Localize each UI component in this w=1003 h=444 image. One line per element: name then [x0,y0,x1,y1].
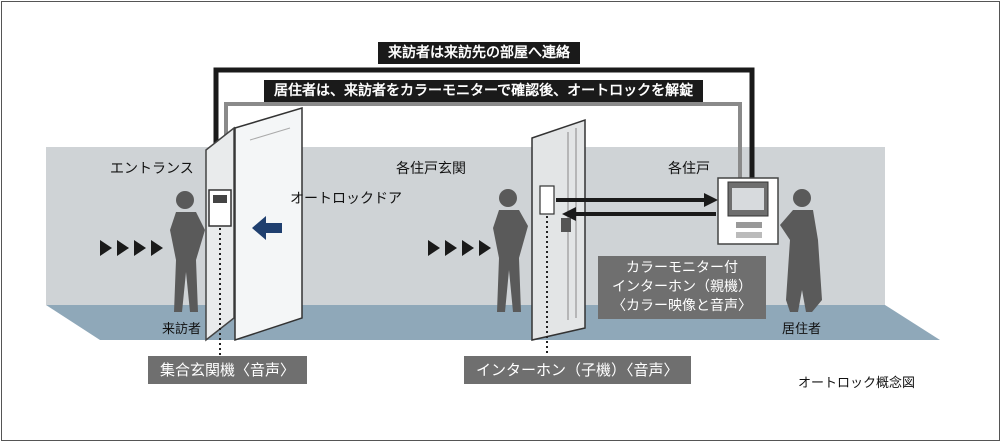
call-line [213,67,755,190]
door-reflection [249,127,291,141]
door-intercom-icon [539,185,555,215]
autolock-door-label: オートロックドア [290,191,402,207]
monitor-caption-line-2: インターホン（親機） [612,279,752,295]
monitor-caption: カラーモニター付 インターホン（親機） 〈カラー映像と音声〉 [598,256,766,319]
visitor-figure-entrance [170,191,205,312]
walk-arrows-left [100,240,163,256]
resident-label: 居住者 [782,322,822,337]
figure-caption: オートロック概念図 [798,376,916,391]
unit-door [531,118,586,341]
monitor-caption-line-1: カラーモニター付 [626,260,738,276]
monitor-caption-line-3: 〈カラー映像と音声〉 [612,298,752,314]
monitor-speaker [736,232,762,238]
monitor-buttons [736,222,762,228]
to-door-arrowhead [562,207,576,221]
to-monitor-arrowhead [704,193,718,207]
zone-door-front: 各住戸玄関 [396,161,466,177]
door-intercom-caption: インターホン（子機）〈音声〉 [464,356,691,384]
monitor-display [732,188,764,210]
intercom-screen [213,195,227,203]
walk-arrows-middle [428,240,491,256]
door-arrow-icon [252,216,282,240]
resident-figure [780,189,822,312]
door-handle [561,218,571,232]
zone-unit: 各住戸 [668,161,710,177]
call-banner: 来訪者は来訪先の部屋へ連絡 [378,42,580,64]
entrance-panel-caption: 集合玄関機〈音声〉 [148,356,308,384]
visitor-label: 来訪者 [162,322,202,337]
visitor-figure-door [493,189,528,312]
unlock-banner: 居住者は、来訪者をカラーモニターで確認後、オートロックを解錠 [264,80,704,102]
zone-entrance: エントランス [110,161,194,177]
